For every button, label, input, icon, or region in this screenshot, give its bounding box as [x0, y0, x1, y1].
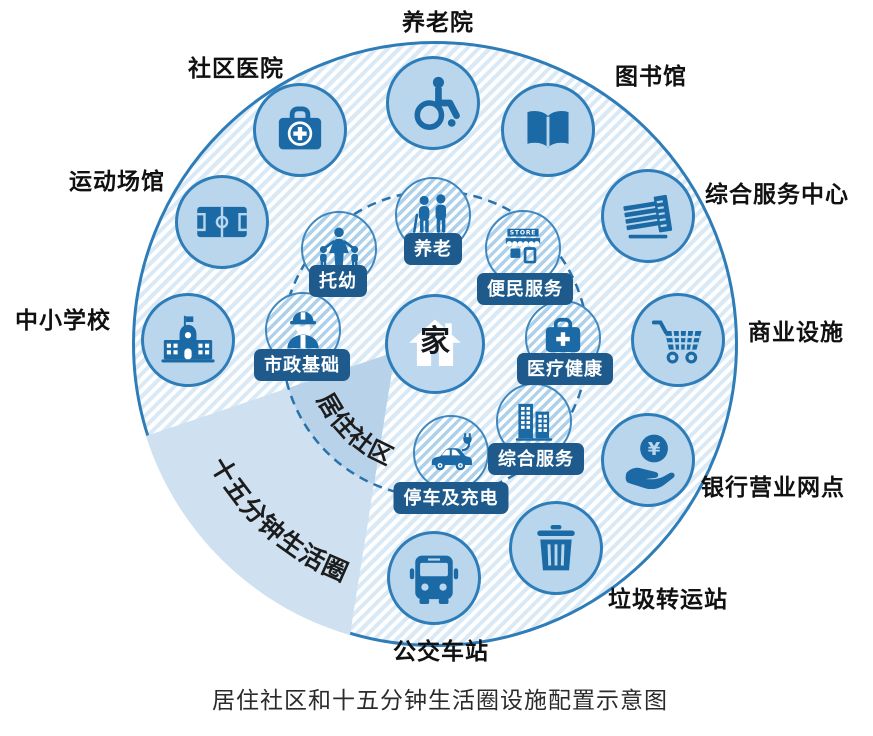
buildings-icon: [509, 396, 559, 446]
wheelchair-icon: [404, 74, 462, 132]
facility-label-comprehensive-service: 综合服务: [488, 443, 584, 475]
facility-label-medical-health: 医疗健康: [517, 353, 613, 385]
construction-worker-icon: [278, 305, 328, 355]
storefront-icon: STORE: [498, 223, 548, 273]
facility-library: [501, 83, 595, 177]
facility-community-hospital: [253, 83, 347, 177]
facility-label-elderly-care: 养老: [404, 233, 462, 265]
facility-bus-stop: [387, 531, 481, 625]
facility-label-nursing-home: 养老院: [402, 10, 474, 36]
facility-label-parking-charging: 停车及充电: [393, 482, 509, 514]
bus-icon: [405, 549, 463, 607]
sports-field-icon: [193, 193, 251, 251]
home-circle: 家: [385, 294, 485, 394]
facility-label-sports-venue: 运动场馆: [69, 169, 165, 195]
facility-nursing-home: [386, 56, 480, 150]
hand-coin-icon: ¥: [619, 431, 677, 490]
facility-school: [141, 293, 235, 387]
open-book-icon: [519, 101, 577, 159]
facility-sports-venue: [175, 175, 269, 269]
facility-label-community-hospital: 社区医院: [188, 56, 284, 82]
facility-commerce: [631, 293, 725, 387]
office-building-icon: [619, 187, 677, 245]
facility-label-childcare: 托幼: [309, 265, 367, 297]
diagram-caption: 居住社区和十五分钟生活圈设施配置示意图: [212, 688, 668, 714]
first-aid-kit-icon: [271, 101, 329, 159]
facility-label-bus-stop: 公交车站: [393, 639, 489, 665]
house-icon: [404, 313, 466, 375]
facility-label-municipal: 市政基础: [254, 349, 350, 381]
facility-label-waste-station: 垃圾转运站: [608, 587, 728, 613]
facility-waste-station: [509, 501, 603, 595]
facility-parking-charging: [413, 415, 489, 491]
store-sign-text: STORE: [510, 230, 537, 237]
medical-bag-icon: [538, 313, 588, 363]
elderly-couple-icon: [408, 190, 458, 240]
facility-label-library: 图书馆: [615, 64, 687, 90]
residential-zone-sector: [288, 352, 395, 485]
facility-label-bank: 银行营业网点: [701, 475, 845, 501]
school-icon: [159, 311, 217, 369]
facility-label-commerce: 商业设施: [748, 320, 844, 346]
facility-label-service-center: 综合服务中心: [705, 182, 849, 208]
shopping-cart-icon: [649, 311, 707, 369]
facility-service-center: [601, 169, 695, 263]
yuan-symbol: ¥: [648, 439, 661, 460]
facility-bank: ¥: [601, 413, 695, 507]
home-label: 家: [420, 324, 450, 360]
ev-car-icon: [426, 428, 476, 478]
facility-label-school: 中小学校: [15, 308, 111, 334]
facility-label-convenience: 便民服务: [477, 273, 573, 305]
family-icon: [314, 224, 364, 274]
trash-bin-icon: [527, 519, 585, 577]
